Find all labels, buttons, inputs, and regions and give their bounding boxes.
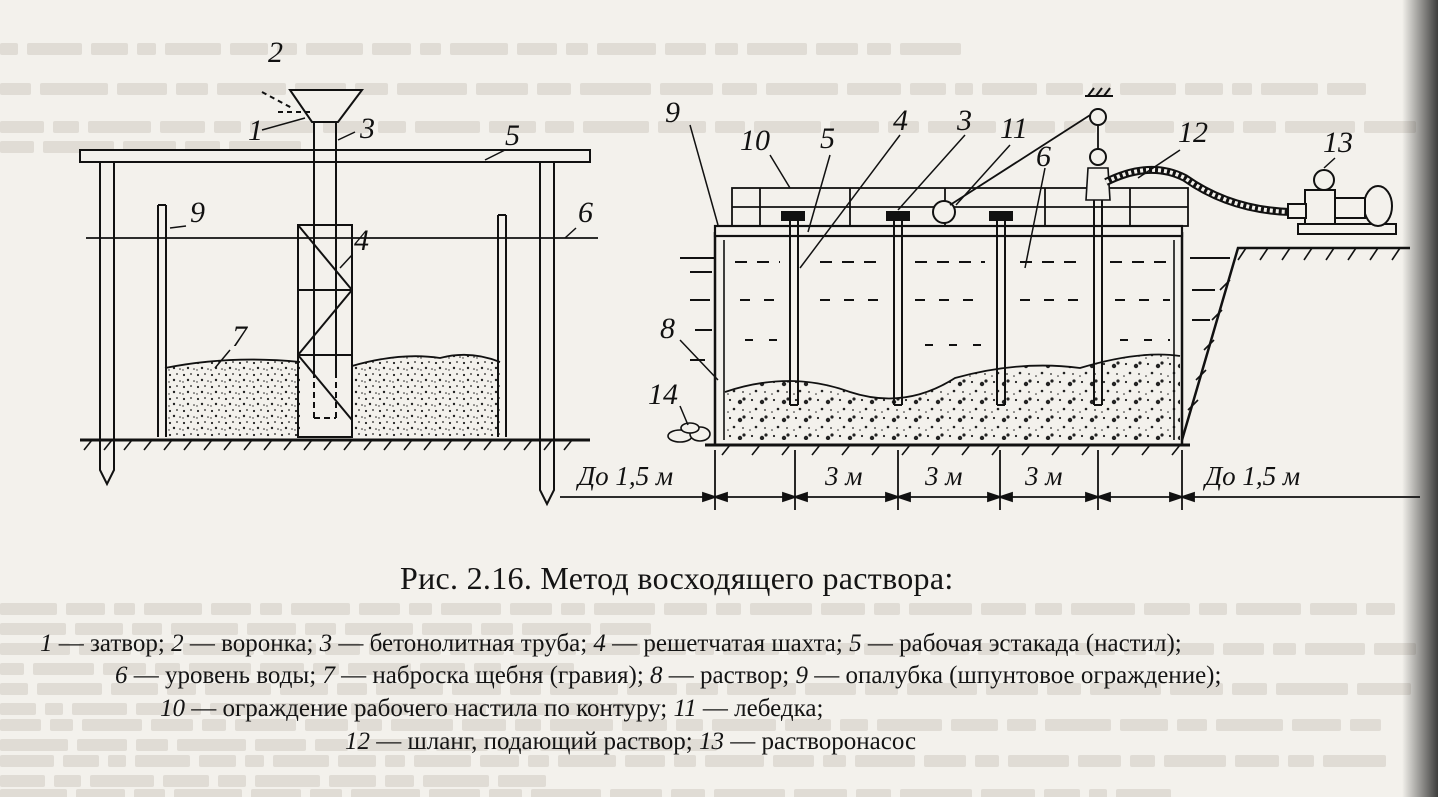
callout-12-right: 12 <box>1178 116 1208 149</box>
callout-5-right: 5 <box>820 122 835 155</box>
legend-text-2: — воронка; <box>183 630 320 657</box>
legend-text-4: — решетчатая шахта; <box>605 630 850 657</box>
left-pile-left <box>99 162 115 487</box>
callout-4-right: 4 <box>893 104 908 137</box>
deck-railing <box>731 187 1189 227</box>
right-figure <box>560 87 1420 510</box>
dimension-line <box>560 450 1420 510</box>
legend-text-8: — раствор; <box>662 662 796 689</box>
left-concrete-pipe <box>313 122 337 419</box>
legend-num-7: 7 <box>322 662 335 689</box>
legend-num-5: 5 <box>849 630 862 657</box>
legend-line-3: 10 — ограждение рабочего настила по конт… <box>160 694 823 724</box>
legend-text-5: — рабочая эстакада (настил); <box>861 630 1182 657</box>
callout-9-right: 9 <box>665 96 680 129</box>
pulley <box>1089 108 1107 126</box>
legend-text-9: — опалубка (шпунтовое ограждение); <box>807 662 1222 689</box>
legend-num-6: 6 <box>115 662 128 689</box>
legend-num-10: 10 <box>160 695 185 722</box>
figure-caption: Рис. 2.16. Метод восходящего раствора: <box>400 560 954 596</box>
left-formwork-right <box>497 214 507 437</box>
gravel-mortar-fill <box>725 354 1180 440</box>
dim-right: До 1,5 м <box>1202 461 1300 491</box>
right-leaders <box>679 124 1336 426</box>
mortar-pump <box>1287 169 1397 235</box>
left-funnel <box>288 89 364 123</box>
callout-1-left: 1 <box>248 114 263 147</box>
legend-text-10: — ограждение рабочего настила по контуру… <box>185 695 674 722</box>
bleed-line <box>0 600 1438 635</box>
bleed-line <box>0 80 1438 98</box>
winch-cable <box>949 109 1099 206</box>
concrete-pipes <box>781 200 1103 406</box>
callout-3-right: 3 <box>956 104 972 137</box>
left-formwork-left <box>157 204 167 437</box>
legend-text-6: — уровень воды; <box>127 662 323 689</box>
legend-num-3: 3 <box>319 630 333 657</box>
legend-num-4: 4 <box>593 630 606 657</box>
left-ground-hatch <box>83 439 573 451</box>
callout-9-left: 9 <box>190 196 205 229</box>
dim-3m-a: 3 м <box>824 461 862 491</box>
callout-6-left: 6 <box>578 196 593 229</box>
bleed-line <box>0 40 1438 58</box>
callout-2-left: 2 <box>268 36 283 69</box>
legend-num-11: 11 <box>673 695 697 722</box>
winch <box>932 200 956 224</box>
bleed-line <box>0 680 1438 715</box>
legend-num-8: 8 <box>650 662 663 689</box>
legend-line-1: 1 — затвор; 2 — воронка; 3 — бетонолитна… <box>40 629 1182 659</box>
callout-4-left: 4 <box>354 224 369 257</box>
legend-num-9: 9 <box>795 662 808 689</box>
water-surface-marks <box>680 257 1230 361</box>
legend-num-2: 2 <box>171 630 184 657</box>
callout-5-left: 5 <box>505 119 520 152</box>
callout-11-right: 11 <box>1000 112 1028 145</box>
mortar-hose <box>1104 166 1291 216</box>
legend-text-1: — затвор; <box>52 630 172 657</box>
scan-edge-shadow <box>1402 0 1438 797</box>
diagram-svg: 2 1 3 5 9 6 4 7 9 10 5 4 3 11 12 13 6 8 … <box>79 36 1420 510</box>
left-figure <box>79 89 598 507</box>
legend-line-2: 6 — уровень воды; 7 — наброска щебня (гр… <box>115 661 1221 691</box>
bottom-hatch <box>721 444 1181 456</box>
legend-num-12: 12 <box>345 728 370 755</box>
bleed-line <box>0 786 1438 797</box>
legend-text-7: — наброска щебня (гравия); <box>334 662 651 689</box>
left-lattice-shaft <box>297 224 353 438</box>
legend-text-3: — бетонолитная труба; <box>332 630 594 657</box>
callout-14-right: 14 <box>648 378 678 411</box>
legend-line-4: 12 — шланг, подающий раствор; 13 — раств… <box>345 727 916 757</box>
callout-3-left: 3 <box>359 112 375 145</box>
legend-text-11: — лебедка; <box>696 695 824 722</box>
left-gravel-a <box>165 359 300 437</box>
callout-8-right: 8 <box>660 312 675 345</box>
callout-7-left: 7 <box>232 320 249 353</box>
legend-num-1: 1 <box>40 630 53 657</box>
bank-slope <box>1180 246 1410 441</box>
bleed-line <box>0 640 1438 675</box>
stones-14 <box>667 422 711 443</box>
callout-10-right: 10 <box>740 124 770 157</box>
bleed-line <box>0 752 1438 787</box>
callout-6-right: 6 <box>1036 140 1051 173</box>
legend-text-12: — шланг, подающий раствор; <box>370 728 699 755</box>
dim-left: До 1,5 м <box>575 461 673 491</box>
dim-3m-b: 3 м <box>924 461 962 491</box>
left-gravel-b <box>352 354 500 437</box>
top-beam <box>713 224 1184 238</box>
legend-num-13: 13 <box>699 728 724 755</box>
callout-13-right: 13 <box>1323 126 1353 159</box>
bleed-line <box>0 716 1438 751</box>
bank-hatch <box>1187 247 1401 411</box>
legend-text-13: — растворонасос <box>724 728 917 755</box>
left-pile-right <box>539 162 555 507</box>
dim-3m-c: 3 м <box>1024 461 1062 491</box>
